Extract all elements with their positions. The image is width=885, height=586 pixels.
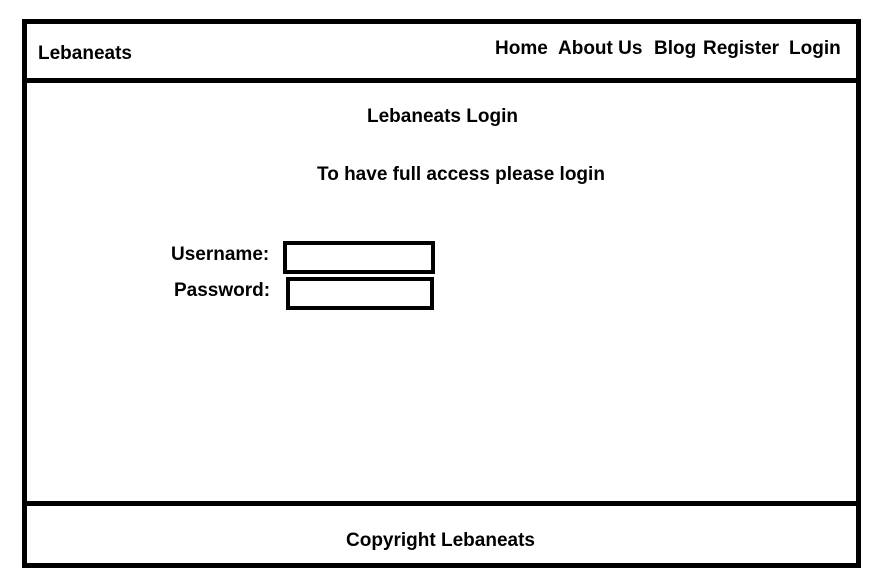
nav-register-link[interactable]: Register — [703, 38, 780, 59]
main-content-area — [22, 78, 861, 506]
password-label: Password: — [174, 280, 271, 301]
nav-login-link[interactable]: Login — [789, 38, 841, 59]
page-subtitle: To have full access please login — [317, 164, 605, 185]
nav-home-link[interactable]: Home — [495, 38, 548, 59]
footer-copyright: Copyright Lebaneats — [346, 530, 535, 551]
username-input[interactable] — [283, 241, 435, 274]
nav-blog-link[interactable]: Blog — [654, 38, 697, 59]
username-label: Username: — [171, 244, 270, 265]
password-input[interactable] — [286, 277, 434, 310]
page-title: Lebaneats Login — [367, 106, 518, 127]
site-brand: Lebaneats — [38, 43, 132, 64]
footer-bar — [22, 501, 861, 568]
nav-about-link[interactable]: About Us — [558, 38, 643, 59]
